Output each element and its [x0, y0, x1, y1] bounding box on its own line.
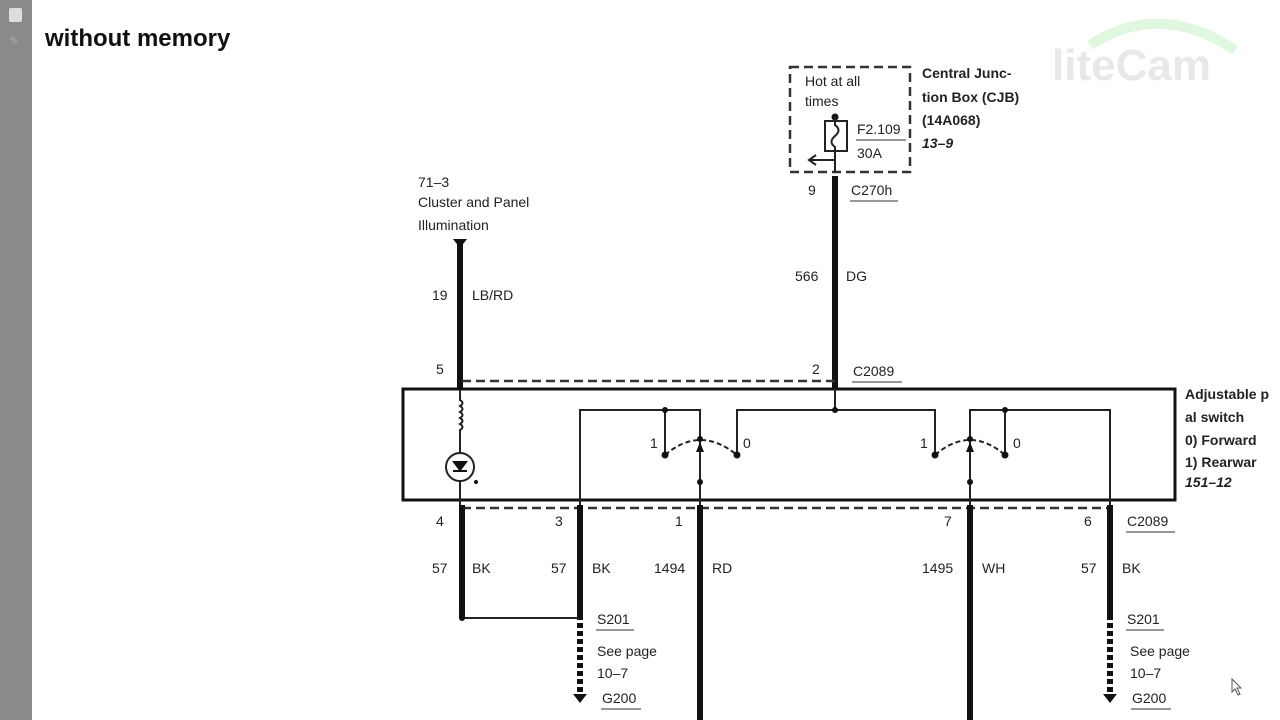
circuit: 57 [551, 560, 567, 576]
ground-label: G200 [602, 690, 636, 706]
lamp-icon [445, 452, 475, 482]
splice-label: S201 [597, 611, 630, 627]
see-page: See page [597, 643, 657, 659]
splice-label: S201 [1127, 611, 1160, 627]
pen-icon[interactable]: ✎ [9, 34, 20, 48]
feed-circuit: 19 [432, 287, 448, 303]
pages-icon[interactable] [9, 8, 22, 22]
cursor-icon [1231, 677, 1243, 696]
switch-ref: 151–12 [1185, 474, 1232, 490]
watermark-arc [1087, 18, 1238, 55]
ground-label: G200 [1132, 690, 1166, 706]
page-ref: 10–7 [1130, 665, 1161, 681]
page-ref: 10–7 [597, 665, 628, 681]
fuse-rating: 30A [857, 145, 883, 161]
color: BK [472, 560, 491, 576]
pin-label: 3 [555, 513, 563, 529]
pin-label: 1 [675, 513, 683, 529]
cjb-box [788, 65, 912, 174]
bottom-connector: C2089 [1127, 513, 1168, 529]
contact-0-right: 0 [1013, 435, 1021, 451]
feed-pin: 5 [436, 361, 444, 377]
circuit: 1495 [922, 560, 953, 576]
switch-module-box [401, 387, 1177, 502]
top-connector: C2089 [853, 363, 894, 379]
sidebar: ✎ [0, 0, 32, 720]
switch-pos-1: 1) Rearwar [1185, 454, 1257, 470]
circuit: 57 [1081, 560, 1097, 576]
switch-pos-0: 0) Forward [1185, 432, 1257, 448]
see-page: See page [1130, 643, 1190, 659]
page-title: without memory [44, 25, 231, 52]
cjb-connector: C270h [851, 182, 892, 198]
pin-label: 6 [1084, 513, 1092, 529]
cjb-hot-text: Hot at all [805, 73, 860, 89]
color: WH [982, 560, 1005, 576]
dg-color: DG [846, 268, 867, 284]
color: BK [1122, 560, 1141, 576]
feed-label-2: Illumination [418, 217, 489, 233]
contact-1-left: 1 [650, 435, 658, 451]
cjb-part: (14A068) [922, 112, 980, 128]
contact-1-right: 1 [920, 435, 928, 451]
cjb-pin: 9 [808, 182, 816, 198]
fuse-id: F2.109 [857, 121, 901, 137]
pin-label: 4 [436, 513, 444, 529]
cjb-hot-text-2: times [805, 93, 838, 109]
pin-label: 7 [944, 513, 952, 529]
watermark-logo: liteCam [1052, 41, 1211, 90]
color: RD [712, 560, 732, 576]
color: BK [592, 560, 611, 576]
cjb-label: Central Junc- [922, 65, 1012, 81]
dg-pin: 2 [812, 361, 820, 377]
contact-0-left: 0 [743, 435, 751, 451]
feed-color: LB/RD [472, 287, 513, 303]
feed-ref: 71–3 [418, 174, 449, 190]
switch-label: Adjustable p [1185, 386, 1269, 402]
circuit: 57 [432, 560, 448, 576]
ground-icon [573, 694, 1117, 703]
cjb-ref: 13–9 [922, 135, 953, 151]
dg-circuit: 566 [795, 268, 819, 284]
feed-label: Cluster and Panel [418, 194, 529, 210]
switch-label-2: al switch [1185, 409, 1244, 425]
circuit: 1494 [654, 560, 685, 576]
cjb-label-2: tion Box (CJB) [922, 89, 1019, 105]
